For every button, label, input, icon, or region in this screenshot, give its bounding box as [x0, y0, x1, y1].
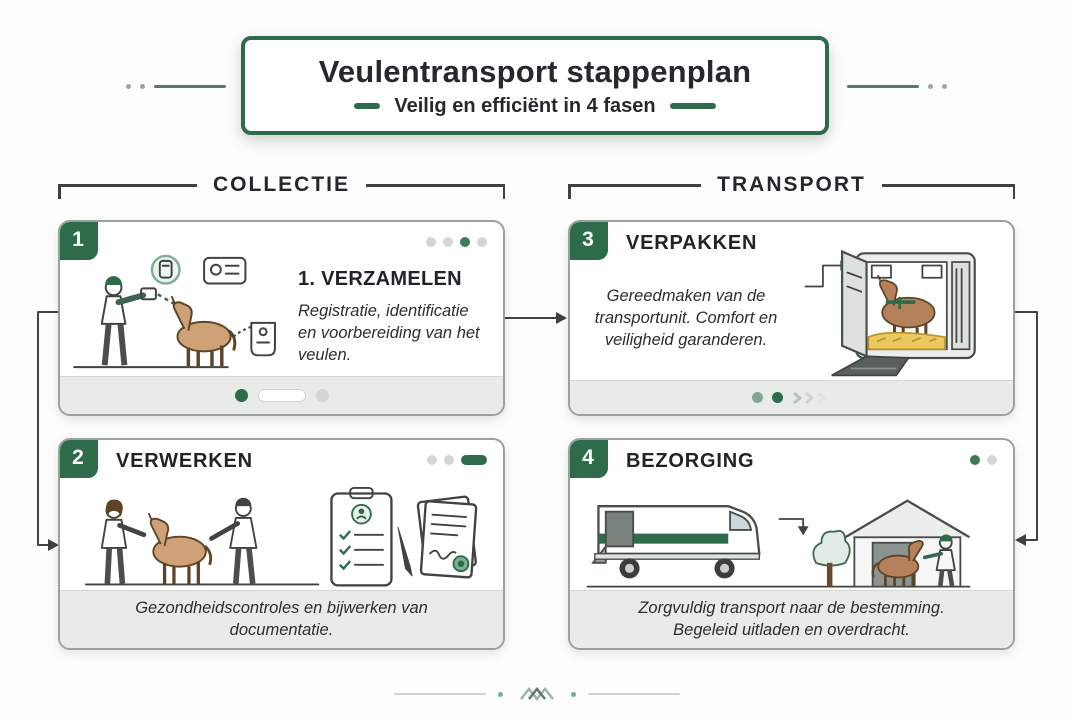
dot-icon: [987, 455, 997, 465]
subtitle-dash-right: [669, 103, 716, 109]
page-subtitle: Veilig en efficiënt in 4 fasen: [394, 94, 656, 117]
step-title: VERWERKEN: [116, 450, 253, 472]
deco-line: [393, 693, 486, 695]
stable-handler: [922, 534, 956, 587]
title-box: Veulentransport stappenplan Veilig en ef…: [241, 36, 829, 135]
bracket-line: [58, 177, 197, 199]
foal: [147, 512, 213, 584]
brand-zigzag-icon: [519, 686, 554, 702]
bracket-line: [881, 177, 1016, 199]
dot-icon: [427, 455, 437, 465]
subtitle-row: Veilig en efficiënt in 4 fasen: [354, 94, 716, 118]
step-title: 1. VERZAMELEN: [298, 268, 462, 290]
section-label: TRANSPORT: [717, 173, 866, 196]
deco-dot-icon: [497, 691, 503, 697]
dot-icon: [443, 237, 453, 247]
loading-ramp: [831, 355, 911, 377]
health-check-illustration: [84, 486, 478, 587]
step-number-badge: 1: [60, 222, 98, 260]
straw-bedding: [867, 331, 946, 351]
step-number-badge: 4: [570, 440, 608, 478]
card-body: 1. VERZAMELEN Registratie, identificatie…: [60, 222, 503, 375]
ear-tag-icon: [230, 321, 276, 357]
progress-dot-icon: [315, 389, 329, 402]
veterinarian: [209, 497, 258, 584]
progress-strip: [570, 380, 1013, 414]
id-card-icon: [203, 256, 247, 285]
deco-dot-icon: [126, 84, 131, 89]
pen-icon: [397, 526, 413, 577]
progress-strip: [60, 376, 503, 414]
handler-person: [100, 276, 157, 366]
trailer-loading-illustration: [804, 249, 976, 377]
bottom-decoration: [393, 684, 680, 704]
card-footer-text: Zorgvuldig transport naar de bestemming.…: [570, 590, 1013, 648]
deco-dot-icon: [570, 691, 576, 697]
step-card-verpakken: 3 VERPAKKEN Gereedmaken van de transport…: [568, 220, 1015, 416]
dot-icon: [477, 237, 487, 247]
tree-icon: [812, 530, 851, 587]
step-title: VERPAKKEN: [626, 232, 758, 254]
delivery-illustration: [586, 499, 971, 588]
flow-arrow-icon: [778, 518, 809, 536]
step-card-verwerken: 2 VERWERKEN: [58, 438, 505, 650]
deco-line: [154, 85, 226, 88]
step-card-bezorging: 4 BEZORGING: [568, 438, 1015, 650]
progress-dot-icon: [771, 392, 783, 403]
card-status-dots: [970, 455, 997, 465]
subtitle-dash-left: [354, 103, 381, 109]
step-title: BEZORGING: [626, 450, 755, 472]
page-title: Veulentransport stappenplan: [318, 53, 752, 89]
card-text: 1. VERZAMELEN Registratie, identificatie…: [290, 246, 493, 375]
section-header-transport: TRANSPORT: [568, 172, 1016, 199]
horse-truck: [591, 505, 761, 579]
bracket-line: [568, 177, 702, 199]
vet-woman: [100, 499, 147, 584]
deco-dot-icon: [942, 84, 947, 89]
pill-icon: [461, 455, 487, 465]
documents-icon: [416, 495, 478, 579]
step-number-badge: 3: [570, 222, 608, 260]
foal: [170, 295, 237, 367]
dot-icon: [460, 237, 470, 247]
bracket-line: [366, 177, 505, 199]
section-header-collectie: COLLECTIE: [58, 172, 505, 199]
card-status-dots: [426, 237, 487, 247]
progress-pill-icon: [257, 389, 306, 402]
deco-dot-icon: [140, 84, 145, 89]
checklist-clipboard-icon: [330, 486, 393, 587]
section-label: COLLECTIE: [213, 173, 350, 196]
dot-icon: [444, 455, 454, 465]
deco-dot-icon: [928, 84, 933, 89]
dot-icon: [426, 237, 436, 247]
progress-dot-icon: [751, 392, 763, 403]
step-description: Gereedmaken van de transportunit. Comfor…: [594, 287, 778, 349]
chevrons-icon: [792, 391, 826, 404]
step-number-badge: 2: [60, 440, 98, 478]
step-card-verzamelen: 1: [58, 220, 505, 416]
horse-at-stable: [871, 539, 924, 587]
deco-line: [587, 693, 680, 695]
transport-unit: [841, 249, 976, 360]
foal-scanning-illustration: [73, 254, 276, 369]
progress-dot-icon: [234, 389, 248, 402]
card-text: Gereedmaken van de transportunit. Comfor…: [586, 286, 786, 351]
header-left-decoration: [126, 84, 226, 89]
card-footer-text: Gezondheidscontroles en bijwerken van do…: [60, 590, 503, 648]
header-right-decoration: [847, 84, 947, 89]
card-status-dots: [427, 455, 487, 465]
step-description: Registratie, identificatie en voorbereid…: [298, 302, 480, 364]
rfid-scanner-icon: [150, 254, 181, 285]
deco-line: [847, 85, 919, 88]
dot-icon: [970, 455, 980, 465]
